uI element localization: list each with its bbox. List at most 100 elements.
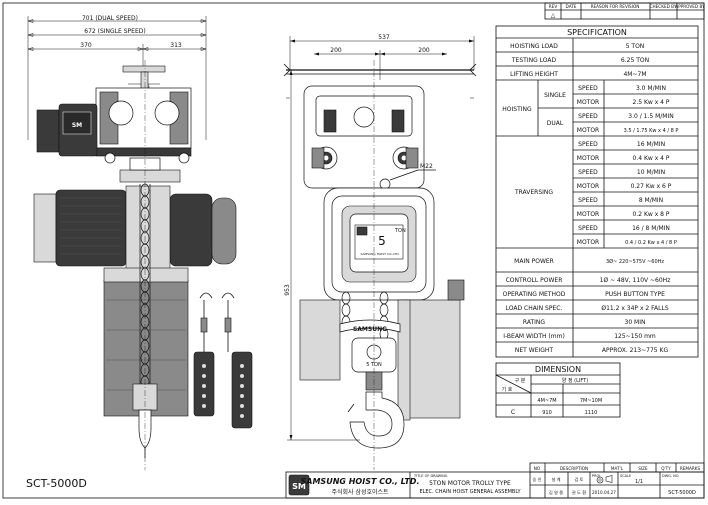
trav-value: 0.4 Kw x 4 P [633,155,670,162]
traversing-label: TRAVERSING [514,189,553,196]
trav-row: SPEED 16 / 8 M/MIN [578,225,670,232]
rev-header-checked: CHECKED BY [650,4,677,9]
hoist-key: SPEED [578,85,598,92]
dim-dual-speed: 701 (DUAL SPEED) [82,15,138,22]
tb-header: NO [534,466,541,471]
spec-label: TESTING LOAD [511,57,557,64]
tb-header: SIZE [638,466,648,471]
trav-row: MOTOR 0.27 Kw x 6 P [577,183,672,190]
trav-key: MOTOR [577,183,599,190]
trav-row: MOTOR 0.4 Kw x 4 P [577,155,670,162]
title-line2: ELEC. CHAIN HOIST GENERAL ASSEMBLY [419,489,521,495]
spec-label: HOISTING LOAD [510,43,558,50]
spec-label: LOAD CHAIN SPEC. [506,305,563,312]
hoist-key: SPEED [578,113,598,120]
side-view: 537 200 200 M22 5 TON SAMSUN [283,34,477,470]
role: 검 토 [574,476,583,482]
trav-row: MOTOR 0.4 / 0.2 Kw x 4 / 8 P [577,239,677,246]
spec-label: I-BEAM WIDTH (mm) [503,333,565,340]
spec-row: LIFTING HEIGHT 4M~7M [510,71,646,78]
dim-header-left: 구 분 [515,378,526,384]
trav-row: MOTOR 0.2 Kw x 8 P [577,211,670,218]
company-name-en: SAMSUNG HOIST CO., LTD. [301,477,420,486]
tb-header: DESCRIPTION [560,466,588,471]
trav-value: 16 / 8 M/MIN [632,225,670,232]
dim-c-value: 1110 [585,410,598,416]
rev-header-reason: REASON FOR REVISION [591,4,640,9]
hoist-value: 3.5 / 1.75 Kw x 4 / 8 P [624,128,679,134]
drawing-title: SCT-5000D [26,477,87,490]
dim-single-speed: 672 (SINGLE SPEED) [84,28,145,35]
hoist-key: MOTOR [577,127,599,134]
spec-label: CONTROLL POWER [506,277,563,284]
nameplate-text: SAMSUNG HOIST CO.,LTD. [360,252,399,256]
spec-value: PUSH BUTTON TYPE [605,291,665,298]
height-label: 953 [284,284,291,296]
trav-value: 0.2 Kw x 8 P [633,211,670,218]
tb-header: REMARKS [680,466,701,471]
tb-header: MAT'L [611,466,624,471]
revision-block: REV DATE REASON FOR REVISION CHECKED BY … [544,2,705,20]
dwg-no: SCT-5000D [668,490,696,496]
scale-caption: SCALE [620,474,631,478]
rev-header-approved: APPROVED BY [675,4,705,9]
hoisting-single: SINGLE [544,92,566,99]
trav-key: MOTOR [577,211,599,218]
spec-label: OPERATING METHOD [503,291,566,298]
scale-value: 1/1 [635,479,643,485]
proj-caption: PROJ. [592,474,601,478]
spec-value: Ø11.2 x 34P x 2 FALLS [601,305,668,312]
hoisting-label: HOISTING [502,106,532,113]
dim-row-c: C [511,409,515,416]
trav-key: SPEED [578,225,598,232]
signer-name: 권 도 환 [572,489,586,495]
dwg-no-caption: DWG. NO. [662,474,679,478]
dim-right: 313 [170,42,182,49]
dim-row-label: 기 호 [502,386,513,393]
dim-header-right: 양 정 (LIFT) [562,377,588,384]
hoist-key: MOTOR [577,99,599,106]
trav-row: SPEED 8 M/MIN [578,197,663,204]
trav-key: SPEED [578,169,598,176]
spec-value: 30 MIN [625,319,646,326]
trav-key: SPEED [578,197,598,204]
spec-label: RATING [523,319,545,326]
projection-symbol-icon [596,475,613,484]
title-block: NO DESCRIPTION MAT'L SIZE Q'TY REMARKS S… [285,462,705,499]
spec-row: HOISTING LOAD 5 TON [510,43,644,50]
side-dim-total: 537 [378,34,390,41]
title-caption: TITLE OF DRAWING [413,474,448,478]
rev-triangle-mark: △ [551,12,556,19]
trav-value: 16 M/MIN [637,141,665,148]
role: 설 계 [551,476,560,483]
spec-value: 3Ø~ 220~575V ~60Hz [606,258,664,265]
rev-header-date: DATE [566,4,577,9]
role: 승 인 [532,476,541,482]
spec-title: SPECIFICATION [567,28,627,37]
hoist-unit-label: TON [394,228,406,234]
trav-key: SPEED [578,141,598,148]
spec-value: 6.25 TON [621,57,649,64]
dim-c-value: 910 [542,410,552,416]
trav-key: MOTOR [577,239,599,246]
spec-value: 5 TON [626,43,645,50]
dim-left: 370 [80,42,92,49]
hoist-value: 2.5 Kw x 4 P [633,99,670,106]
trav-row: SPEED 16 M/MIN [578,141,665,148]
hoist-value: 3.0 / 1.5 M/MIN [628,113,673,120]
company-name-kr: 주식회사 삼성호이스트 [331,488,389,496]
spec-label: LIFTING HEIGHT [510,71,558,78]
trav-value: 0.27 Kw x 6 P [631,183,672,190]
tb-header: Q'TY [661,466,671,471]
spec-value: 125~150 mm [614,333,656,340]
dim-col: 4M~7M [537,398,556,404]
side-dim-left: 200 [330,47,342,54]
spec-value: 4M~7M [623,71,646,78]
specification-table: SPECIFICATION HOISTING LOAD 5 TON TESTIN… [495,25,699,358]
brand-label: SAMSUNG [353,326,387,333]
bolt-label: M22 [420,163,433,170]
spec-row: TESTING LOAD 6.25 TON [511,57,649,64]
spec-value: 1Ø ~ 48V, 110V ~60Hz [600,277,671,284]
hoisting-dual: DUAL [547,120,564,127]
